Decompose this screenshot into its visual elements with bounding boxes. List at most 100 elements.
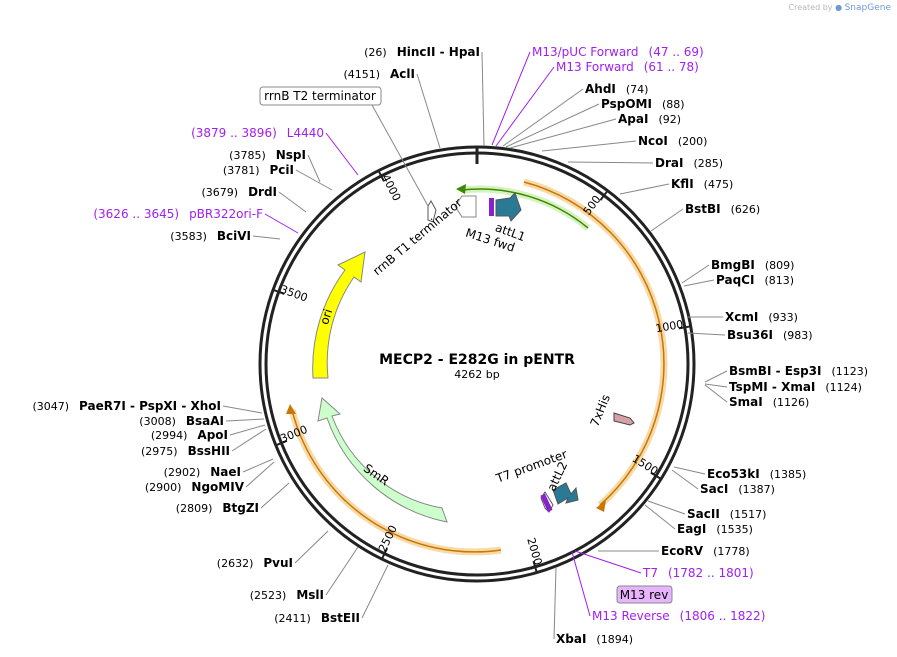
site-leader-r-12 <box>687 332 726 336</box>
tick-label-6: 3500 <box>279 283 310 305</box>
site-label-r-12: Bsu36I(983) <box>727 328 813 342</box>
credit-text: Created by <box>788 3 833 12</box>
site-leader-r-3 <box>505 103 600 148</box>
site-leader-l-5 <box>278 191 307 213</box>
site-leader-r-0 <box>491 51 531 146</box>
site-leader-l-7 <box>252 235 281 240</box>
green-arc-line <box>461 188 589 229</box>
site-label-l-0: (26)HincII - HpaI <box>364 45 480 59</box>
site-leader-l-15 <box>294 530 329 564</box>
site-leader-r-5 <box>541 140 637 152</box>
site-leader-r-2 <box>502 88 584 147</box>
site-leader-l-10 <box>229 424 266 436</box>
site-leader-l-0 <box>481 51 485 147</box>
backbone-outer <box>258 145 696 583</box>
m13-rev-primer-mark <box>540 493 553 513</box>
site-leader-r-22 <box>571 551 591 617</box>
site-label-r-5: NcoI(200) <box>638 134 707 148</box>
site-label-r-4: ApaI(92) <box>618 112 681 126</box>
tick-label-2: 1500 <box>630 452 661 478</box>
site-label-l-7: (3583)BciVI <box>170 229 251 243</box>
site-leader-r-6 <box>567 161 654 164</box>
site-leader-r-9 <box>681 264 710 284</box>
site-label-r-15: SmaI(1126) <box>729 395 809 409</box>
site-leader-l-17 <box>361 564 389 619</box>
sites-left: (26)HincII - HpaI (4151)AclI (3879 .. 3896… <box>32 45 480 625</box>
site-label-l-4: (3781)PciI <box>223 163 294 177</box>
site-leader-l-1 <box>416 73 441 149</box>
site-leader-l-6 <box>264 213 299 234</box>
plasmid-length: 4262 bp <box>454 368 499 381</box>
site-label-l-12: (2902)NaeI <box>164 465 241 479</box>
tick-label-7: 4000 <box>379 172 403 203</box>
rrnb-t1-arrow <box>454 195 477 218</box>
site-leader-r-16 <box>673 466 706 475</box>
site-label-r-22: M13 Reverse(1806 .. 1822) <box>592 609 765 623</box>
site-leader-l-12 <box>242 458 274 473</box>
site-label-l-6: (3626 .. 3645)pBR322ori-F <box>93 207 263 221</box>
site-label-r-20: EcoRV(1778) <box>661 544 750 558</box>
site-leader-r-7 <box>619 183 670 195</box>
site-label-r-14: TspMI - XmaI(1124) <box>729 380 862 394</box>
site-label-r-3: PspOMI(88) <box>601 97 685 111</box>
green-arc-head <box>456 184 466 194</box>
orange-arc-right-head <box>596 500 606 512</box>
ori-label: ori <box>317 307 335 326</box>
ori-feature <box>312 251 366 379</box>
tick-mark-7 <box>377 170 385 182</box>
site-leader-r-17 <box>671 469 699 490</box>
site-leader-l-14 <box>260 482 290 509</box>
tick-label-1: 1000 <box>654 318 684 336</box>
site-label-r-6: DraI(285) <box>655 156 723 170</box>
site-leader-l-9 <box>225 418 265 422</box>
site-leader-r-4 <box>509 118 617 149</box>
rrnb-t2-leader <box>371 104 429 207</box>
site-label-l-11: (2975)BssHII <box>141 444 230 458</box>
site-label-l-2: (3879 .. 3896)L4440 <box>191 126 324 140</box>
site-leader-r-1 <box>495 66 555 147</box>
m13-fwd-primer-mark <box>489 198 494 216</box>
site-label-r-8: BstBI(626) <box>685 202 760 216</box>
site-leader-r-23 <box>553 567 557 640</box>
smr-feature <box>317 397 448 523</box>
site-label-r-21: T7(1782 .. 1801) <box>642 566 754 580</box>
rrnb-t2-box <box>259 86 382 106</box>
attl2-arrow <box>552 482 579 505</box>
site-label-r-7: KflI(475) <box>671 177 733 191</box>
tick-mark-3 <box>532 560 538 573</box>
site-label-r-1: M13 Forward(61 .. 78) <box>556 60 699 74</box>
site-label-r-18: SacII(1517) <box>687 507 766 521</box>
credit-brand: SnapGene <box>844 3 891 13</box>
tick-label-3: 2000 <box>524 536 544 566</box>
site-leader-l-13 <box>245 461 275 488</box>
site-label-l-16: (2523)MslI <box>250 588 324 602</box>
snapgene-logo-icon: ● <box>835 3 843 12</box>
site-label-l-1: (4151)AclI <box>343 67 415 81</box>
attl1-arrow <box>495 192 522 222</box>
tick-mark-2 <box>650 471 662 480</box>
site-label-r-0: M13/pUC Forward(47 .. 69) <box>532 45 704 59</box>
site-label-l-9: (3008)BsaAI <box>139 414 224 428</box>
site-label-r-13: BsmBI - Esp3I(1123) <box>729 364 868 378</box>
rrnb-t1-label: rrnB T1 terminator <box>370 196 465 279</box>
tick-mark-4 <box>380 547 389 560</box>
rrnb-t2-arrow <box>427 200 437 223</box>
site-leader-r-8 <box>650 208 684 232</box>
site-label-l-14: (2809)BtgZI <box>176 501 259 515</box>
site-leader-r-18 <box>647 500 686 515</box>
site-leader-l-11 <box>231 428 267 452</box>
site-label-r-9: BmgBI(809) <box>711 258 794 272</box>
7xhis-label: 7xHis <box>588 392 613 428</box>
site-label-l-13: (2900)NgoMIV <box>145 480 245 494</box>
site-leader-l-2 <box>325 132 359 176</box>
site-leader-l-16 <box>325 546 359 596</box>
site-leader-r-19 <box>644 504 676 530</box>
m13-rev-label: M13 rev <box>620 588 669 602</box>
site-label-r-19: EagI(1535) <box>677 522 753 536</box>
site-leader-r-13 <box>704 370 728 383</box>
site-leader-r-14 <box>704 383 728 388</box>
site-label-l-3: (3785)NspI <box>229 148 306 162</box>
sites-right: M13/pUC Forward(47 .. 69)M13 Forward(61 … <box>532 45 868 646</box>
site-label-r-23: XbaI(1894) <box>556 632 633 646</box>
